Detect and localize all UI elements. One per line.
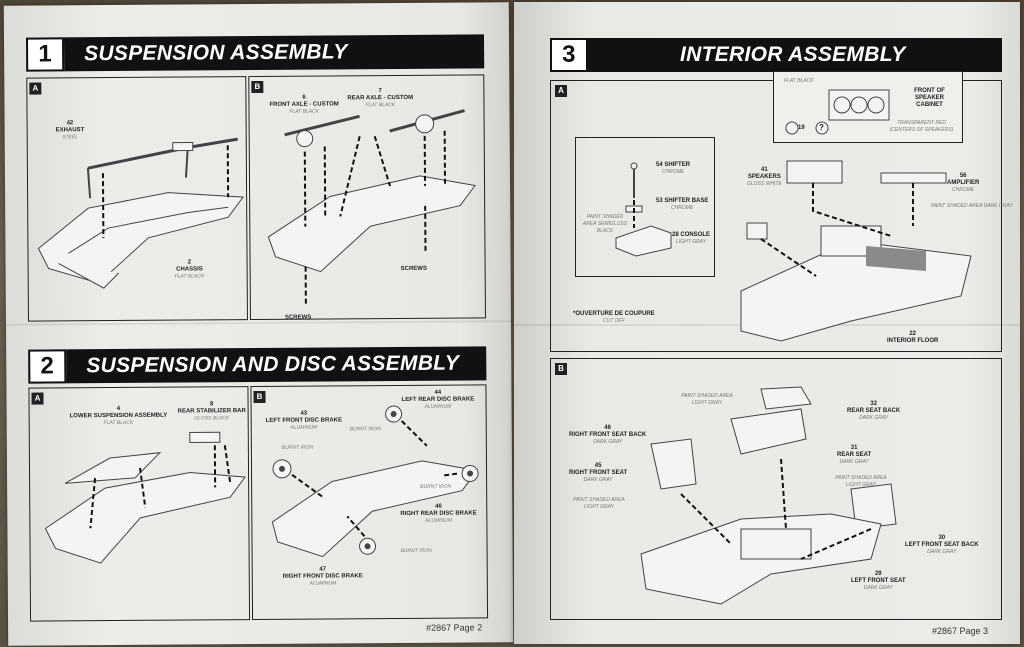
label-left-rear-disc: 44 LEFT REAR DISC BRAKE ALUMINUM [401,389,475,410]
label-right-rear-disc: 46 RIGHT REAR DISC BRAKE ALUMINUM [400,503,477,524]
note-dark-gray: PAINT SHADED AREA DARK GRAY [931,203,1013,209]
step1-header: 1 SUSPENSION ASSEMBLY [25,34,485,72]
speaker-illustration [785,89,890,135]
label-rear-seat: 31 REAR SEAT DARK GRAY [837,445,872,465]
panel-tag: B [555,363,567,375]
chassis-exhaust-illustration [37,137,245,289]
console-illustration [615,162,672,257]
note-burnt-iron: BURNT IRON [420,483,452,490]
note-light-gray: PAINT SHADED AREA LIGHT GRAY [681,393,733,406]
instruction-page-right: 3 INTERIOR ASSEMBLY A 54 SHIFTER CHROME … [514,2,1020,644]
step3-title: INTERIOR ASSEMBLY [680,43,906,66]
step2-panel-b: B 43 LEFT FRONT DISC BRAKE ALUMINUM 44 L… [250,384,489,621]
step3-panel-a: A 54 SHIFTER CHROME 53 SHIFTER BASE CHRO… [550,71,1013,352]
label-chassis: 2 CHASSIS FLAT BLACK [174,259,205,280]
label-lower-suspension: 4 LOWER SUSPENSION ASSEMBLY FLAT BLACK [69,405,168,427]
note-burnt-iron: BURNT IRON [349,426,381,433]
speaker-callout: FLAT BLACK FRONT OF SPEAKER CABINET TRAN… [773,71,963,143]
step1-title: SUSPENSION ASSEMBLY [84,40,348,66]
step1-panel-a: A 42 EXHAUST STEEL 2 CHASSIS FLAT BLACK [26,76,248,322]
label-left-front-seat-back: 30 LEFT FRONT SEAT BACK DARK GRAY [905,535,979,555]
step3-header: 3 INTERIOR ASSEMBLY [550,38,1002,72]
seats-illustration [640,386,897,605]
label-right-front-disc: 47 RIGHT FRONT DISC BRAKE ALUMINUM [282,566,363,587]
label-left-front-seat: 29 LEFT FRONT SEAT DARK GRAY [851,571,906,591]
disc-brake-illustration [271,405,479,558]
question-icon: ? [819,123,824,132]
lower-suspension-illustration [44,431,247,564]
label-interior-floor: 22 INTERIOR FLOOR [887,331,939,344]
note-semigloss: PAINT SHADED AREA SEMIGLOSS BLACK [582,214,628,234]
label-exhaust: 42 EXHAUST STEEL [55,120,85,141]
label-screws-rear: SCREWS [400,265,427,273]
label-front-axle: 6 FRONT AXLE - CUSTOM FLAT BLACK [269,94,339,115]
note-light-gray: PAINT SHADED AREA LIGHT GRAY [573,497,625,510]
note-flat-black: FLAT BLACK [784,78,814,84]
page-number: #2867 Page 3 [932,626,989,636]
shifter-inset: 54 SHIFTER CHROME 53 SHIFTER BASE CHROME… [575,137,715,277]
step3-number: 3 [550,38,588,72]
step2-header: 2 SUSPENSION AND DISC ASSEMBLY [28,346,487,384]
label-rear-seat-back: 32 REAR SEAT BACK DARK GRAY [847,401,901,421]
label-amplifier: 56 AMPLIFIER CHROME [947,173,980,193]
label-left-front-disc: 43 LEFT FRONT DISC BRAKE ALUMINUM [265,410,343,431]
label-shifter-base: 53 SHIFTER BASE CHROME [656,198,709,211]
page-number: #2867 Page 2 [426,622,483,633]
label-right-front-seat: 45 RIGHT FRONT SEAT DARK GRAY [569,463,628,483]
label-stabilizer: 8 REAR STABILIZER BAR GLOSS BLACK [177,401,246,422]
interior-floor-illustration [740,160,972,342]
step1-number: 1 [25,37,65,72]
panel-tag: A [555,85,567,97]
label-part-19: 19 [798,125,805,131]
label-rear-axle: 7 REAR AXLE - CUSTOM FLAT BLACK [347,88,414,109]
label-right-front-seat-back: 46 RIGHT FRONT SEAT BACK DARK GRAY [569,425,647,445]
step3-panel-b: B 32 REAR SEAT BACK DARK GRAY 31 REAR SE… [550,358,1002,620]
label-screws-front: SCREWS [284,314,312,321]
step2-title: SUSPENSION AND DISC ASSEMBLY [86,351,460,378]
label-shifter: 54 SHIFTER CHROME [656,162,691,175]
note-transparent-red: TRANSPARENT RED (CENTERS OF SPEAKERS) [889,120,954,133]
step1-panel-b: B 6 FRONT AXLE - CUSTOM FLAT BLACK 7 REA… [248,74,486,321]
axle-illustration [267,109,476,307]
step2-panel-a: A 4 LOWER SUSPENSION ASSEMBLY FLAT BLACK… [28,386,251,622]
note-light-gray: PAINT SHADED AREA LIGHT GRAY [835,475,887,488]
note-burnt-iron: BURNT IRON [281,444,314,451]
step2-number: 2 [28,349,67,384]
label-speakers: 41 SPEAKERS GLOSS WHITE [747,167,782,187]
label-console: 28 CONSOLE LIGHT GRAY [672,232,711,245]
note-cut-off: *OUVERTURE DE COUPURE CUT OFF [573,311,655,324]
note-burnt-iron: BURNT IRON [400,547,432,555]
note-front-speaker: FRONT OF SPEAKER CABINET [914,88,945,108]
instruction-page-left: 1 SUSPENSION ASSEMBLY A 42 EXHAUST STEEL… [3,2,514,646]
